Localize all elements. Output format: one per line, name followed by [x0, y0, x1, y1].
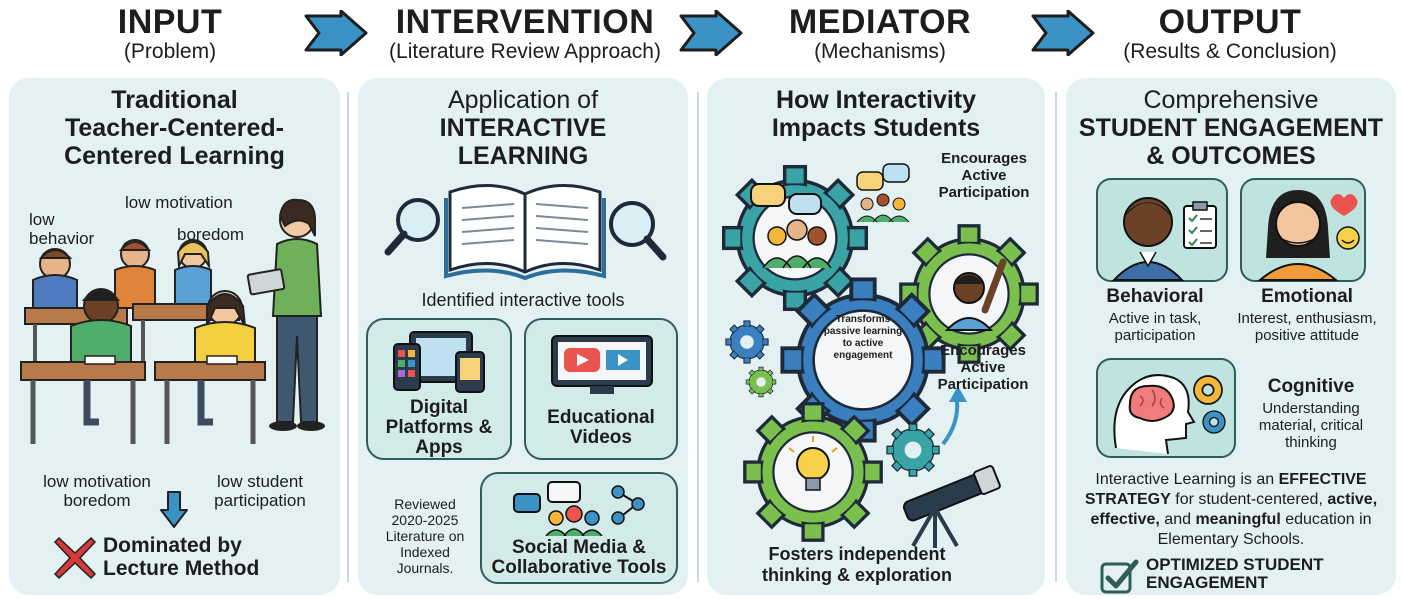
- x-mark-icon: [53, 536, 97, 580]
- gear-icon: [1193, 375, 1223, 405]
- intervention-title: INTERVENTION: [395, 3, 655, 41]
- reviewed-note: Reviewed 2020-2025 Literature on Indexed…: [385, 496, 465, 576]
- gear-icon: [725, 320, 769, 364]
- emotional-title: Emotional: [1261, 286, 1353, 307]
- magnifier-icon: [609, 201, 667, 261]
- output-header: OUTPUT (Results & Conclusion): [1105, 4, 1355, 64]
- intervention-panel: Application of INTERACTIVE LEARNING Iden…: [358, 78, 688, 595]
- behavioral-title: Behavioral: [1106, 286, 1204, 307]
- title-line: Traditional: [111, 86, 238, 114]
- input-header: INPUT (Problem): [60, 4, 280, 64]
- conclusion-text: Interactive Learning is an EFFECTIVE STR…: [1076, 470, 1386, 550]
- divider: [347, 92, 349, 582]
- chat-bubbles-icon: [513, 481, 645, 536]
- fosters-label: Fosters independent thinking & explorati…: [761, 544, 952, 585]
- title-line: Impacts Students: [771, 114, 981, 142]
- mediator-header: MEDIATOR (Mechanisms): [745, 4, 1015, 64]
- mediator-panel-title: How Interactivity Impacts Students: [707, 86, 1045, 142]
- input-title: INPUT: [117, 3, 223, 41]
- gear-icon: [886, 423, 940, 477]
- gear-icon: [780, 277, 946, 443]
- cognitive-desc: Understanding material, critical thinkin…: [1258, 400, 1364, 451]
- chat-bubbles-icon: [750, 183, 832, 269]
- title-line: INTERACTIVE: [439, 114, 607, 142]
- teacher-figure: [246, 198, 325, 431]
- conclusion-strong: active, effective,: [1090, 491, 1378, 528]
- down-arrow-icon: [160, 491, 188, 528]
- input-panel: Traditional Teacher-Centered- Centered L…: [9, 78, 340, 595]
- tool-card-social: Social Media & Collaborative Tools: [480, 472, 678, 584]
- mediator-subtitle: (Mechanisms): [814, 40, 946, 63]
- gears-illustration: [721, 163, 1039, 548]
- output-panel-title: Comprehensive STUDENT ENGAGEMENT & OUTCO…: [1066, 86, 1396, 170]
- badge-label: OPTIMIZED STUDENT ENGAGEMENT: [1146, 555, 1324, 592]
- conclusion-part: and: [1159, 511, 1196, 528]
- behavioral-desc: Active in task, participation: [1108, 310, 1202, 344]
- gear-icon: [1202, 410, 1226, 434]
- share-icon: [611, 485, 645, 525]
- video-player-icon: [551, 335, 653, 394]
- result-label: Dominated by Lecture Method: [103, 534, 260, 580]
- telescope-icon: [902, 465, 1001, 548]
- bottom-left-label: low motivation boredom: [43, 472, 151, 510]
- checkmark-icon: [1100, 559, 1139, 594]
- devices-icon: [393, 331, 485, 393]
- tool-card-digital: Digital Platforms & Apps: [366, 318, 512, 460]
- title-line: Teacher-Centered-: [64, 114, 285, 142]
- classroom-illustration: [20, 198, 325, 444]
- chat-bubbles-icon: [856, 163, 910, 223]
- heart-icon: [1330, 194, 1358, 216]
- cognitive-image: [1096, 358, 1236, 458]
- output-title: OUTPUT: [1158, 3, 1302, 41]
- title-line: STUDENT ENGAGEMENT: [1078, 114, 1384, 142]
- title-line: LEARNING: [457, 142, 589, 170]
- clipboard-icon: [1183, 201, 1217, 249]
- divider: [697, 92, 699, 582]
- conclusion-part: for student-centered,: [1170, 491, 1328, 508]
- gear-icon: [745, 366, 777, 398]
- output-subtitle: (Results & Conclusion): [1123, 40, 1337, 63]
- title-line: How Interactivity: [775, 86, 977, 114]
- tools-heading: Identified interactive tools: [421, 290, 625, 310]
- intervention-panel-title: Application of INTERACTIVE LEARNING: [358, 86, 688, 170]
- conclusion-strong: EFFECTIVE STRATEGY: [1084, 471, 1367, 508]
- emotional-desc: Interest, enthusiasm, positive attitude: [1237, 310, 1377, 344]
- divider: [1055, 92, 1057, 582]
- center-gear-label: Transforms passive learning to active en…: [823, 314, 903, 361]
- low-motivation-label: low motivation: [125, 193, 233, 212]
- arrow-right-icon: [679, 10, 743, 56]
- emotional-avatar: [1240, 178, 1366, 282]
- lightbulb-icon: [788, 436, 838, 491]
- encourages-label-2: Encourages Active Participation: [937, 342, 1029, 393]
- low-behavior-label: low behavior: [29, 210, 95, 248]
- open-book-icon: [384, 183, 667, 281]
- conclusion-part: education in Elementary Schools.: [1157, 511, 1372, 548]
- cognitive-title: Cognitive: [1267, 376, 1355, 397]
- brain-icon: [1128, 384, 1175, 422]
- tool-label: Social Media & Collaborative Tools: [491, 537, 667, 578]
- title-line: Centered Learning: [64, 142, 285, 170]
- conclusion-strong: meaningful: [1195, 511, 1281, 528]
- bottom-right-label: low student participation: [214, 472, 306, 510]
- conclusion-part: Interactive Learning is an: [1095, 471, 1279, 488]
- mediator-title: MEDIATOR: [788, 3, 972, 41]
- behavioral-avatar: [1096, 178, 1228, 282]
- title-line: & OUTCOMES: [1146, 142, 1316, 170]
- output-panel: Comprehensive STUDENT ENGAGEMENT & OUTCO…: [1066, 78, 1396, 595]
- tool-card-videos: Educational Videos: [524, 318, 678, 460]
- title-line: Comprehensive: [1143, 86, 1319, 114]
- input-subtitle: (Problem): [123, 40, 217, 63]
- mediator-panel: How Interactivity Impacts Students: [707, 78, 1045, 595]
- intervention-header: INTERVENTION (Literature Review Approach…: [370, 4, 680, 64]
- arrow-right-icon: [304, 10, 368, 56]
- tool-label: Digital Platforms & Apps: [385, 397, 493, 458]
- intervention-subtitle: (Literature Review Approach): [389, 40, 661, 63]
- title-line: Application of: [447, 86, 599, 114]
- magnifier-icon: [384, 198, 440, 256]
- tool-label: Educational Videos: [547, 407, 655, 448]
- arrow-right-icon: [1031, 10, 1095, 56]
- input-panel-title: Traditional Teacher-Centered- Centered L…: [9, 86, 340, 170]
- encourages-label-1: Encourages Active Participation: [938, 150, 1030, 201]
